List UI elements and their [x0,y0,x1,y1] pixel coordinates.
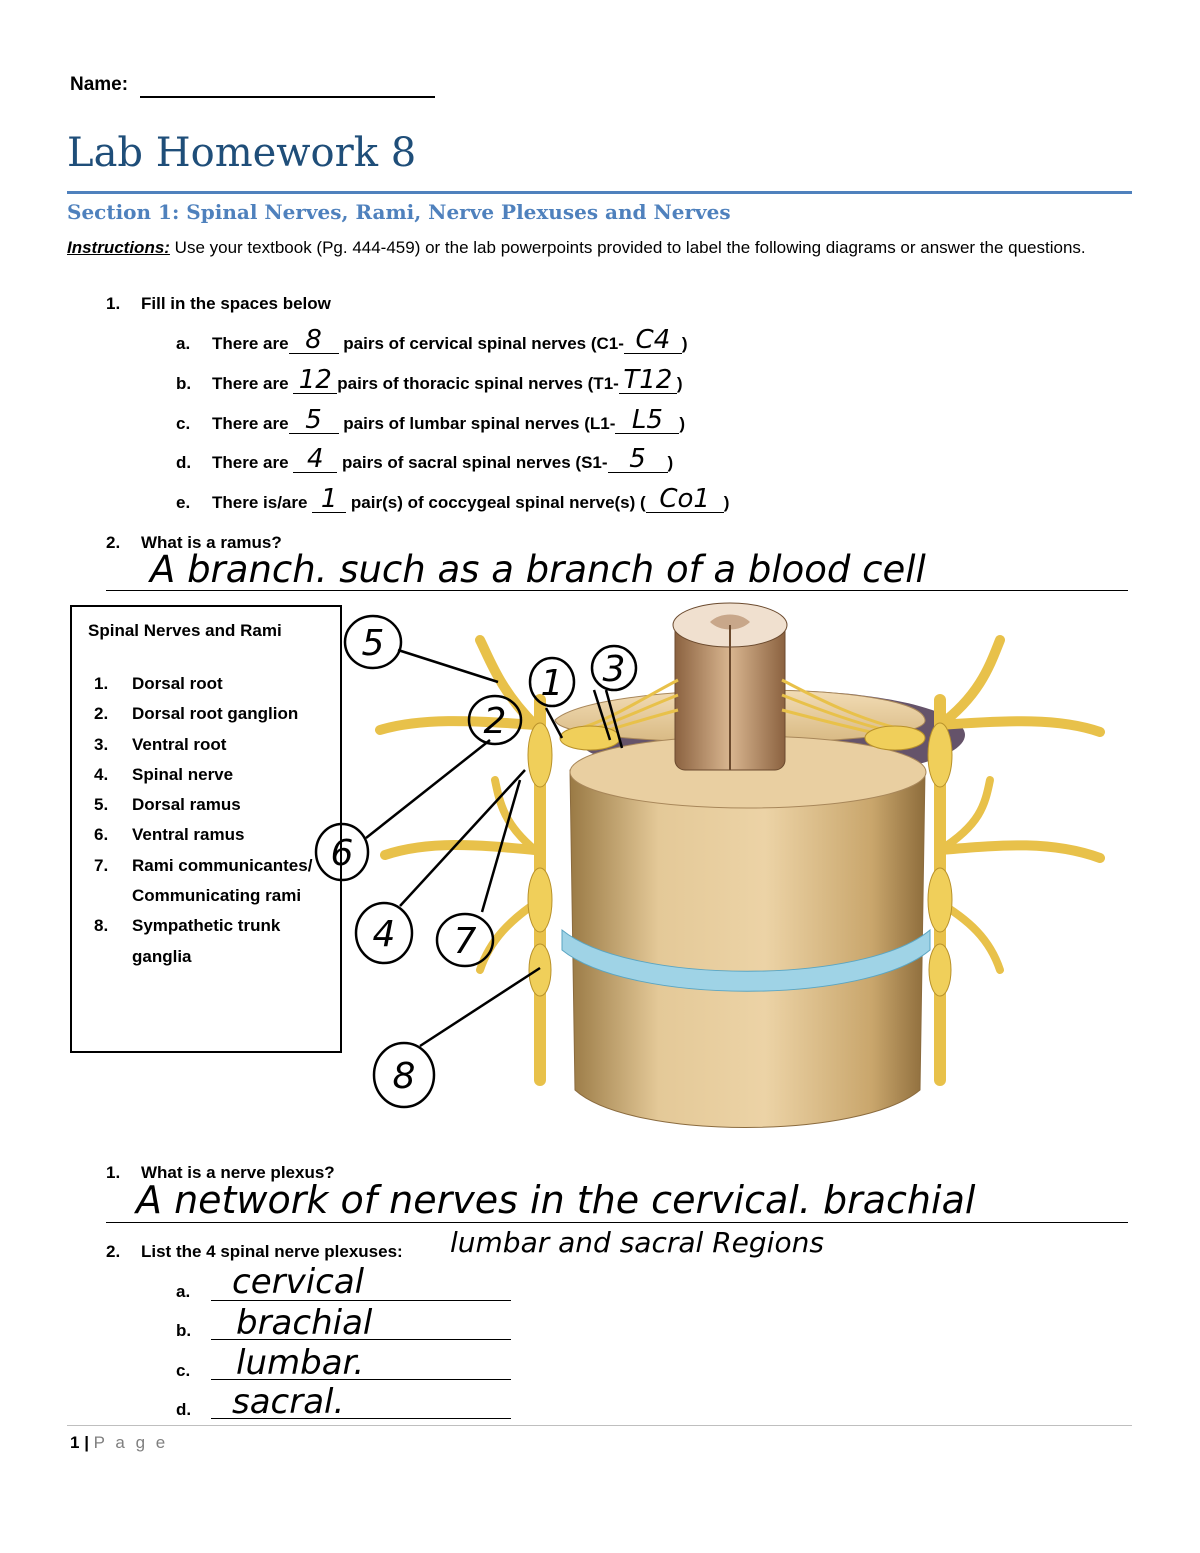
diagram-label-2: 2 [484,701,507,742]
spinal-cord-illustration [375,602,1105,1128]
q4-item-letter: b. [176,1321,192,1340]
instructions-label: Instructions: [67,238,170,257]
legend-item: 2.Dorsal root ganglion [94,704,299,724]
diagram-label-3: 3 [603,649,626,690]
q4-text: List the 4 spinal nerve plexuses: [141,1242,403,1261]
q4-answer-d: sacral. [232,1382,345,1422]
label-circle-4 [354,901,414,965]
answer-blank[interactable]: 1 [312,484,347,514]
legend-box: Spinal Nerves and Rami 1.Dorsal root 2.D… [70,605,342,1053]
q3-answer-line2: lumbar and sacral Regions [450,1226,824,1259]
legend-list: 1.Dorsal root 2.Dorsal root ganglion 3.V… [94,669,334,972]
label-circle-3 [590,644,638,692]
q2-answer: A branch. such as a branch of a blood ce… [150,548,926,591]
answer-blank[interactable]: C4 [623,325,682,355]
diagram-label-4: 4 [373,914,396,955]
footer-divider [67,1425,1132,1426]
section-title: Section 1: Spinal Nerves, Rami, Nerve Pl… [67,200,731,224]
legend-item: 5.Dorsal ramus [94,795,241,815]
q3-answer-line[interactable] [106,1222,1128,1223]
legend-item: 8.Sympathetic trunk ganglia [94,916,281,966]
legend-item: 4.Spinal nerve [94,764,234,784]
q2-number: 2. [106,533,121,552]
legend-item: 6.Ventral ramus [94,825,245,845]
page-footer: 1 | P a g e [70,1433,168,1453]
diagram-label-7: 7 [454,921,477,962]
answer-blank[interactable]: 12 [293,365,338,395]
label-circle-7 [435,912,495,968]
answer-blank[interactable]: T12 [618,365,677,395]
q3-answer-line1: A network of nerves in the cervical. bra… [136,1178,976,1222]
q4-answer-line[interactable] [211,1339,511,1340]
answer-blank[interactable]: 5 [607,444,668,474]
q2-text: What is a ramus? [141,533,282,552]
q4-number: 2. [106,1242,121,1261]
q4-answer-line[interactable] [211,1300,511,1301]
diagram-label-5: 5 [362,623,385,664]
q4-item-letter: c. [176,1361,191,1380]
legend-item: 3.Ventral root [94,734,227,754]
q3-number: 1. [106,1163,121,1182]
answer-blank[interactable]: 8 [288,325,339,355]
instructions-text: Use your textbook (Pg. 444-459) or the l… [169,238,1086,257]
legend-title: Spinal Nerves and Rami [88,621,282,640]
q4-answer-a: cervical [232,1262,365,1302]
page-title: Lab Homework 8 [67,130,417,176]
handwritten-annotations: 5 1 3 2 6 4 7 8 [314,614,638,1109]
label-circle-8 [372,1041,436,1109]
q1-item-e: e.There is/are 1 pair(s) of coccygeal sp… [176,484,730,514]
q4-answer-c: lumbar. [236,1343,365,1383]
label-circle-5 [343,614,403,670]
footer-separator: | [79,1433,94,1452]
answer-blank[interactable]: L5 [615,405,680,435]
title-divider [67,191,1132,194]
name-label: Name: [70,74,129,95]
q4-answer-line[interactable] [211,1418,511,1419]
q1-text: Fill in the spaces below [141,294,331,313]
page-number: 1 [70,1433,80,1452]
legend-item: 7.Rami communicantes/ Communicating rami [94,855,313,906]
label-circle-2 [467,694,523,746]
diagram-label-6: 6 [331,833,354,874]
q4-answer-line[interactable] [211,1379,511,1380]
name-field-line[interactable] [140,96,435,98]
page-word: P a g e [93,1433,169,1452]
label-circle-1 [528,656,576,708]
answer-blank[interactable]: 5 [288,405,339,435]
q2-answer-line[interactable] [106,590,1128,591]
q1-item-d: d.There are 4 pairs of sacral spinal ner… [176,444,674,474]
answer-blank[interactable]: 4 [293,444,338,474]
label-circle-6 [314,822,370,882]
q4-item-letter: a. [176,1282,191,1301]
answer-blank[interactable]: Co1 [645,484,724,514]
q4-answer-b: brachial [236,1303,373,1343]
instructions: Instructions: Use your textbook (Pg. 444… [67,232,1137,263]
diagram-label-8: 8 [393,1056,416,1097]
legend-item: 1.Dorsal root [94,674,223,693]
q4-item-letter: d. [176,1400,192,1419]
q3-text: What is a nerve plexus? [141,1163,335,1182]
q1-number: 1. [106,294,121,313]
diagram-label-1: 1 [541,663,564,704]
